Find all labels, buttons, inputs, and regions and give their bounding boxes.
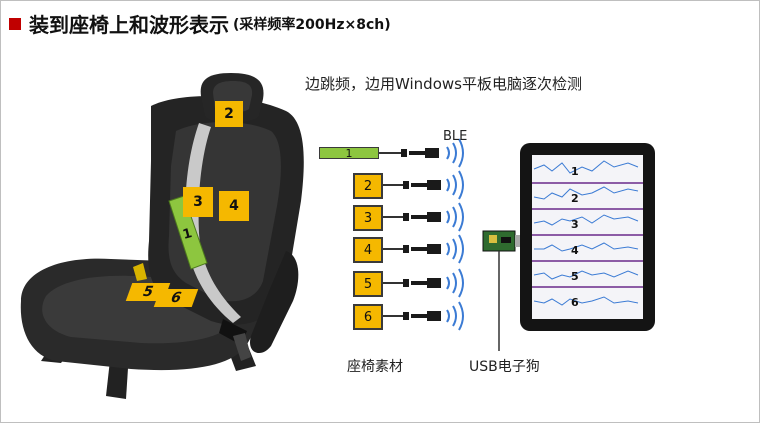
sensor-4: 4 <box>353 237 383 263</box>
sensor-3: 3 <box>353 205 383 231</box>
sensor-6: 6 <box>353 304 383 330</box>
tablet-channel-5: 5 <box>571 270 579 283</box>
sensor-5: 5 <box>353 271 383 297</box>
seat-tag-headrest: 2 <box>215 101 243 127</box>
sensor-2: 2 <box>353 173 383 199</box>
page-title: 装到座椅上和波形表示 <box>29 13 229 37</box>
square-marker-icon <box>9 17 21 30</box>
sensor-1: 1 <box>319 147 379 160</box>
page-subtitle: (采样频率200Hz×8ch) <box>233 16 391 33</box>
tablet-icon <box>520 143 655 331</box>
seat-tag-back-right: 4 <box>219 191 249 221</box>
usb-dongle-icon <box>482 230 521 351</box>
tablet-channel-1: 1 <box>571 165 579 178</box>
tablet-channel-2: 2 <box>571 192 579 205</box>
sensors-caption: 座椅素材 <box>347 359 403 375</box>
connector-plug-icon <box>401 148 441 321</box>
title-bar: 装到座椅上和波形表示 (采样频率200Hz×8ch) <box>9 9 391 38</box>
seat-tag-back-left: 3 <box>183 187 213 217</box>
dongle-caption: USB电子狗 <box>469 359 540 375</box>
tablet-channel-3: 3 <box>571 218 579 231</box>
car-seat-icon <box>20 73 304 399</box>
tablet-channel-6: 6 <box>571 296 579 309</box>
description-text: 边跳频，边用Windows平板电脑逐次检测 <box>305 75 582 93</box>
bluetooth-wave-icon <box>446 138 464 331</box>
ble-label: BLE <box>443 129 468 144</box>
tablet-channel-4: 4 <box>571 244 579 257</box>
